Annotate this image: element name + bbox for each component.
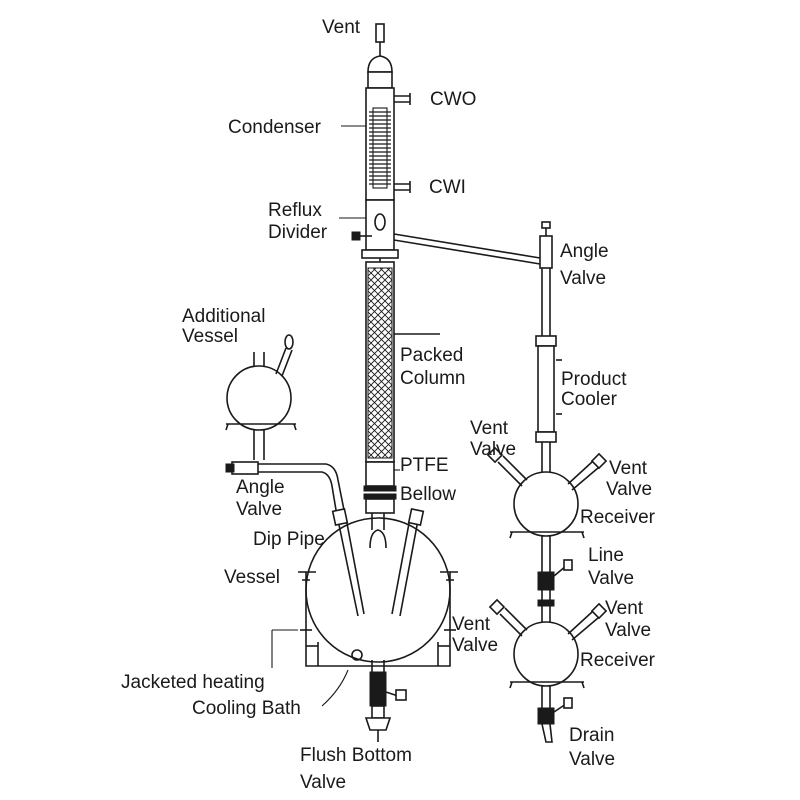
- feed-line-left: [225, 461, 345, 511]
- label-vent-valve-lower-left-line1: Vent: [452, 614, 491, 635]
- label-packed-column-line2: Column: [400, 368, 466, 389]
- label-ptfe-bellow-line2: Bellow: [400, 484, 456, 505]
- label-vent-valve-upper-right-line2: Valve: [606, 479, 653, 500]
- label-vent-valve-lower-left-line2: Valve: [452, 635, 499, 656]
- condenser: [365, 87, 411, 201]
- label-product-cooler-line1: Product: [561, 369, 627, 390]
- label-dip-pipe: Dip Pipe: [253, 529, 325, 550]
- label-vessel: Vessel: [224, 567, 280, 588]
- label-angle-valve-right-line2: Valve: [560, 268, 607, 289]
- vent-outlet: [367, 23, 393, 89]
- label-ptfe-bellow-line1: PTFE: [400, 455, 449, 476]
- label-drain-valve-line1: Drain: [569, 725, 615, 746]
- label-flush-bottom-valve-line1: Flush Bottom: [300, 745, 412, 766]
- product-line: [535, 268, 562, 472]
- label-vent: Vent: [322, 17, 361, 38]
- heating-jacket: [271, 571, 458, 707]
- label-packed-column-line1: Packed: [400, 345, 464, 366]
- label-angle-valve-right-line1: Angle: [560, 241, 609, 262]
- label-line-valve-line1: Line: [588, 545, 624, 566]
- additional-vessel: [225, 334, 297, 460]
- label-product-cooler-line2: Cooler: [561, 389, 617, 410]
- label-condenser: Condenser: [228, 117, 321, 138]
- label-vent-valve-upper-left-line2: Valve: [470, 439, 517, 460]
- takeoff-line: [393, 221, 553, 269]
- label-receiver-upper: Receiver: [580, 507, 655, 528]
- label-receiver-lower: Receiver: [580, 650, 655, 671]
- label-cwi: CWI: [429, 177, 466, 198]
- leader-lines: [300, 125, 400, 573]
- label-additional-vessel-line2: Vessel: [182, 326, 238, 347]
- label-flush-bottom-valve-line2: Valve: [300, 772, 347, 793]
- ptfe-bellow: [363, 461, 397, 514]
- label-reflux-divider-line2: Divider: [268, 222, 328, 243]
- line-valve: [537, 559, 573, 622]
- label-cwo: CWO: [430, 89, 477, 110]
- receiver-upper-flask: [486, 446, 608, 572]
- reflux-divider: [351, 199, 399, 259]
- label-angle-valve-left-line2: Valve: [236, 499, 283, 520]
- label-vent-valve-lower-right-line2: Valve: [605, 620, 652, 641]
- label-additional-vessel-line1: Additional: [182, 306, 266, 327]
- label-angle-valve-left-line1: Angle: [236, 477, 285, 498]
- label-vent-valve-upper-left-line1: Vent: [470, 418, 509, 439]
- drain-valve: [537, 686, 573, 743]
- label-jacketed-heating: Jacketed heating: [121, 672, 265, 693]
- receiver-lower-flask: [488, 598, 608, 689]
- main-vessel: [305, 507, 451, 690]
- flush-bottom-valve: [364, 671, 407, 742]
- label-vent-valve-lower-right-line1: Vent: [605, 598, 644, 619]
- label-cooling-bath: Cooling Bath: [192, 698, 301, 719]
- label-reflux-divider-line1: Reflux: [268, 200, 322, 221]
- label-drain-valve-line2: Valve: [569, 749, 616, 770]
- packed-column: [365, 258, 440, 463]
- label-vent-valve-upper-right-line1: Vent: [609, 458, 648, 479]
- label-line-valve-line2: Valve: [588, 568, 635, 589]
